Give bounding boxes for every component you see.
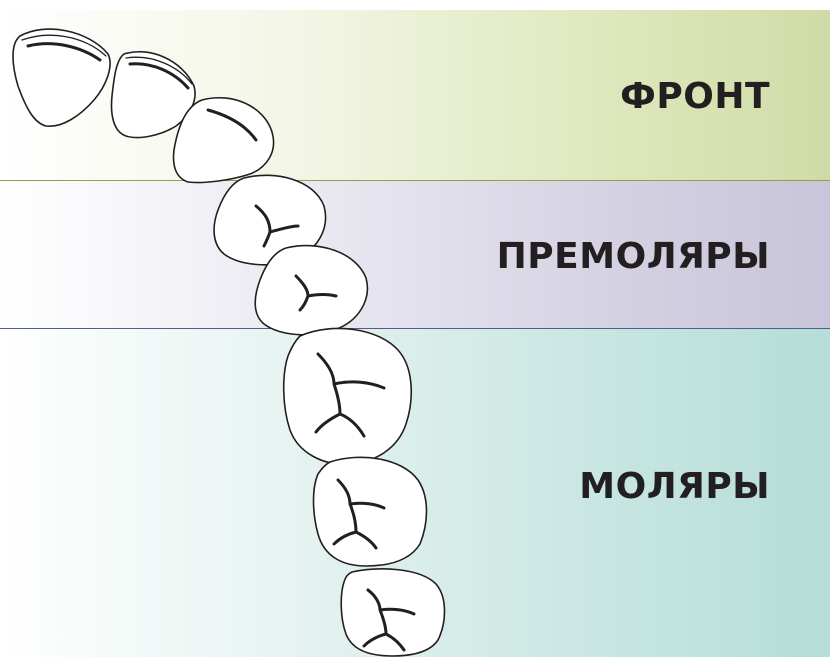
tooth-first-molar — [284, 328, 412, 464]
tooth-canine — [174, 98, 274, 183]
tooth-central-incisor — [13, 29, 110, 126]
tooth-second-premolar — [255, 246, 367, 335]
tooth-third-molar — [341, 569, 444, 656]
tooth-second-molar — [314, 457, 427, 566]
